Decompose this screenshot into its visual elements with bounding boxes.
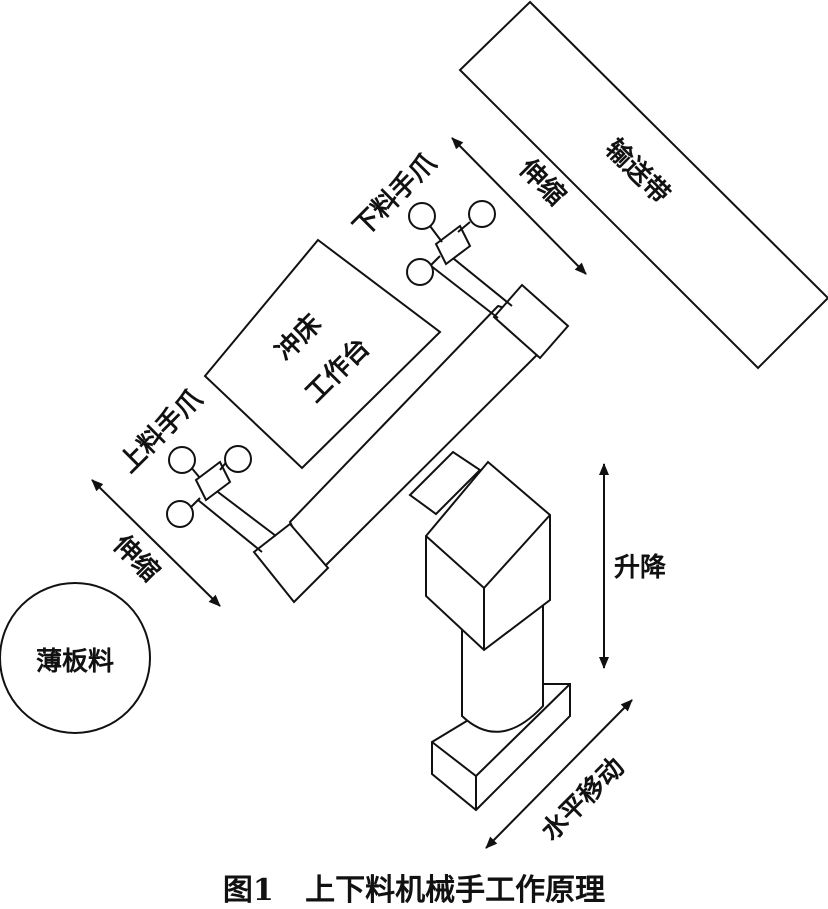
telescope-lower-label: 伸缩 <box>106 528 165 587</box>
telescope-lower-arrow <box>91 479 221 607</box>
horizontal-move-label: 水平移动 <box>536 752 631 847</box>
press-worktable <box>203 238 442 470</box>
load-arm-joint <box>252 522 330 604</box>
head-box <box>425 460 551 652</box>
telescope-upper-arrow <box>451 137 587 275</box>
load-gripper <box>166 445 277 553</box>
conveyor-belt <box>458 0 828 370</box>
unload-arm-joint <box>492 283 570 360</box>
horizontal-move-arrow <box>485 699 633 849</box>
sheet-material-circle <box>0 582 151 734</box>
sheet-material-label: 薄板料 <box>36 647 114 677</box>
lift-label: 升降 <box>614 553 667 583</box>
unload-gripper-label: 下料手爪 <box>348 147 443 242</box>
unload-gripper <box>406 200 513 319</box>
figure-caption: 图1 上下料机械手工作原理 <box>223 873 605 908</box>
